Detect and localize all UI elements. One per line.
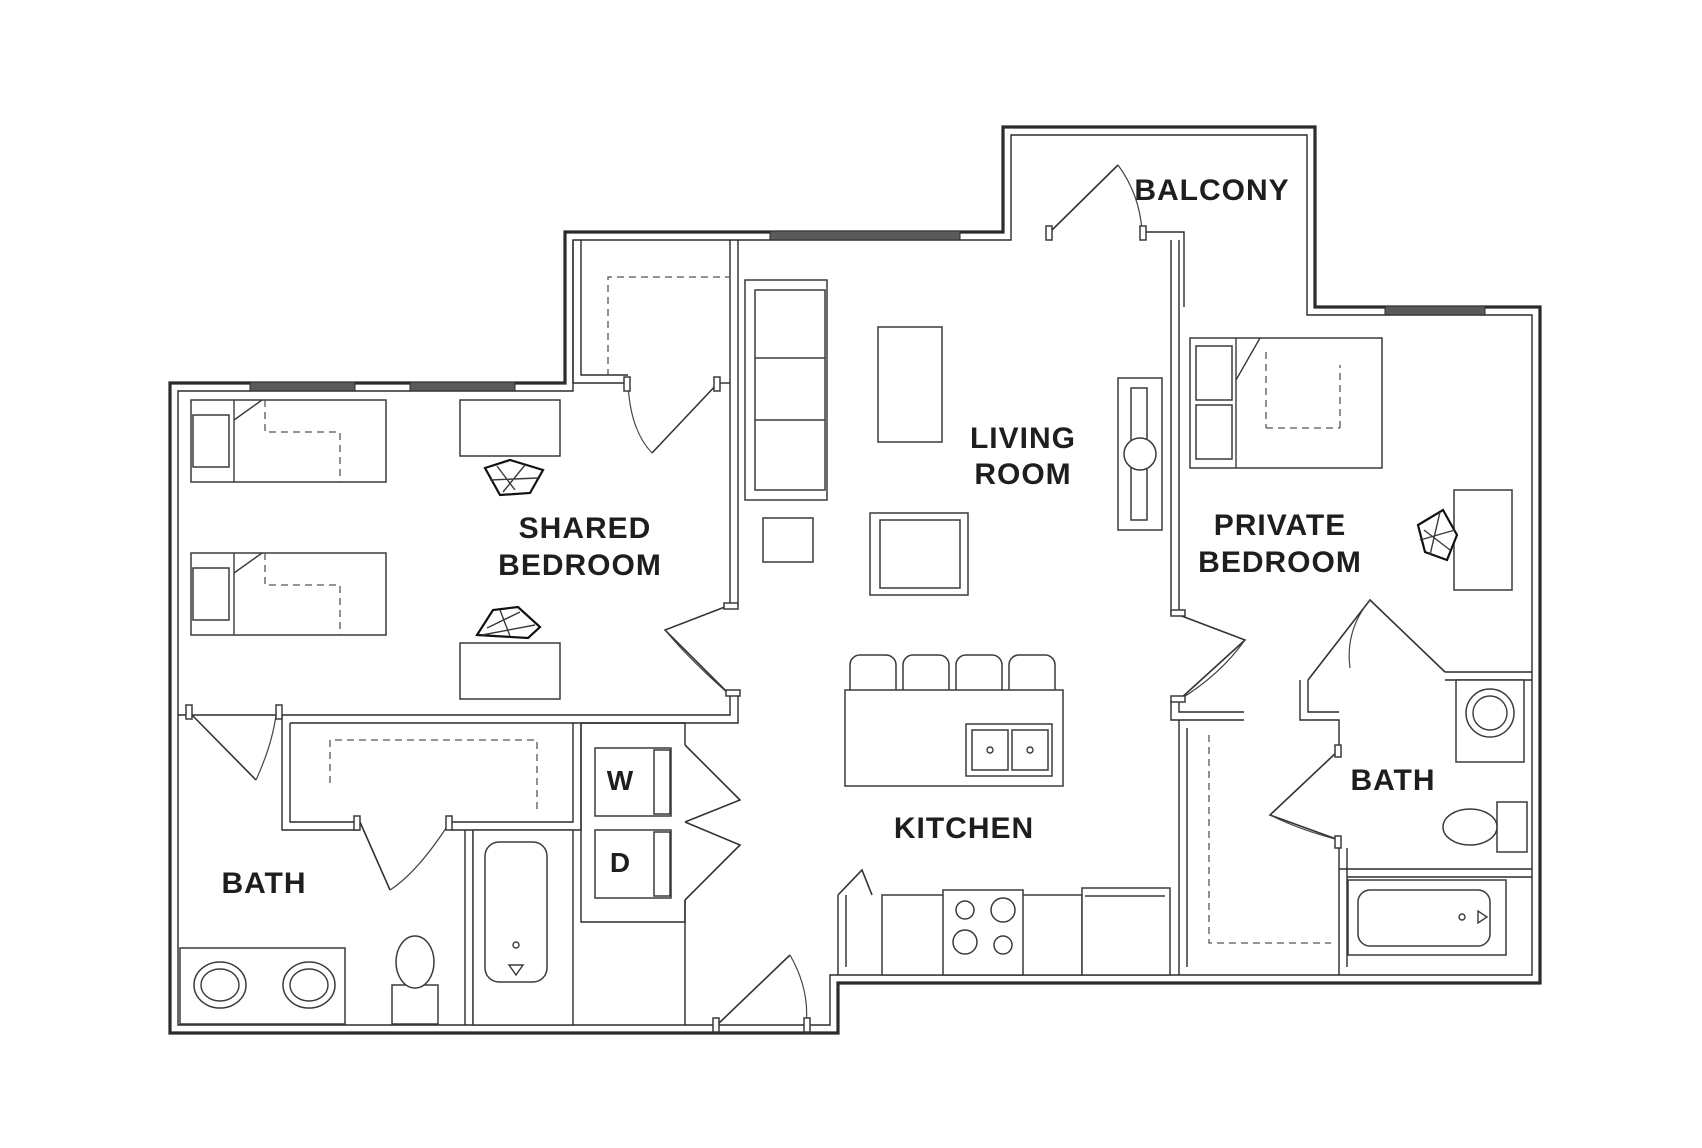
label-living-line1: LIVING <box>970 422 1076 455</box>
label-bath-left: BATH <box>221 867 306 900</box>
shared-bath-fixtures <box>179 829 574 1026</box>
label-shared-line1: SHARED <box>519 512 652 545</box>
label-balcony: BALCONY <box>1134 174 1289 207</box>
label-shared-line2: BEDROOM <box>498 549 662 582</box>
desk-chair-private <box>1416 508 1459 562</box>
shared-bedroom-furniture <box>190 399 561 700</box>
desk-chair-top <box>483 458 545 497</box>
private-bedroom-furniture <box>1189 337 1513 591</box>
living-room-furniture <box>744 279 1163 596</box>
laundry <box>594 747 672 899</box>
label-washer: W <box>607 765 634 796</box>
room-labels: BALCONY LIVING ROOM SHARED BEDROOM PRIVA… <box>221 174 1435 900</box>
windows <box>249 230 1486 392</box>
label-dryer: D <box>610 847 630 878</box>
label-bath-right: BATH <box>1350 764 1435 797</box>
private-bath-fixtures <box>1347 679 1528 956</box>
label-kitchen: KITCHEN <box>894 812 1034 845</box>
doors <box>185 164 1446 1033</box>
label-living-line2: ROOM <box>974 458 1071 491</box>
label-private-line2: BEDROOM <box>1198 546 1362 579</box>
desk-chair-bottom <box>475 605 542 640</box>
kitchen-fixtures <box>844 654 1171 976</box>
interior-walls <box>178 231 1532 1025</box>
closets <box>329 276 1331 944</box>
label-private-line1: PRIVATE <box>1214 509 1347 542</box>
